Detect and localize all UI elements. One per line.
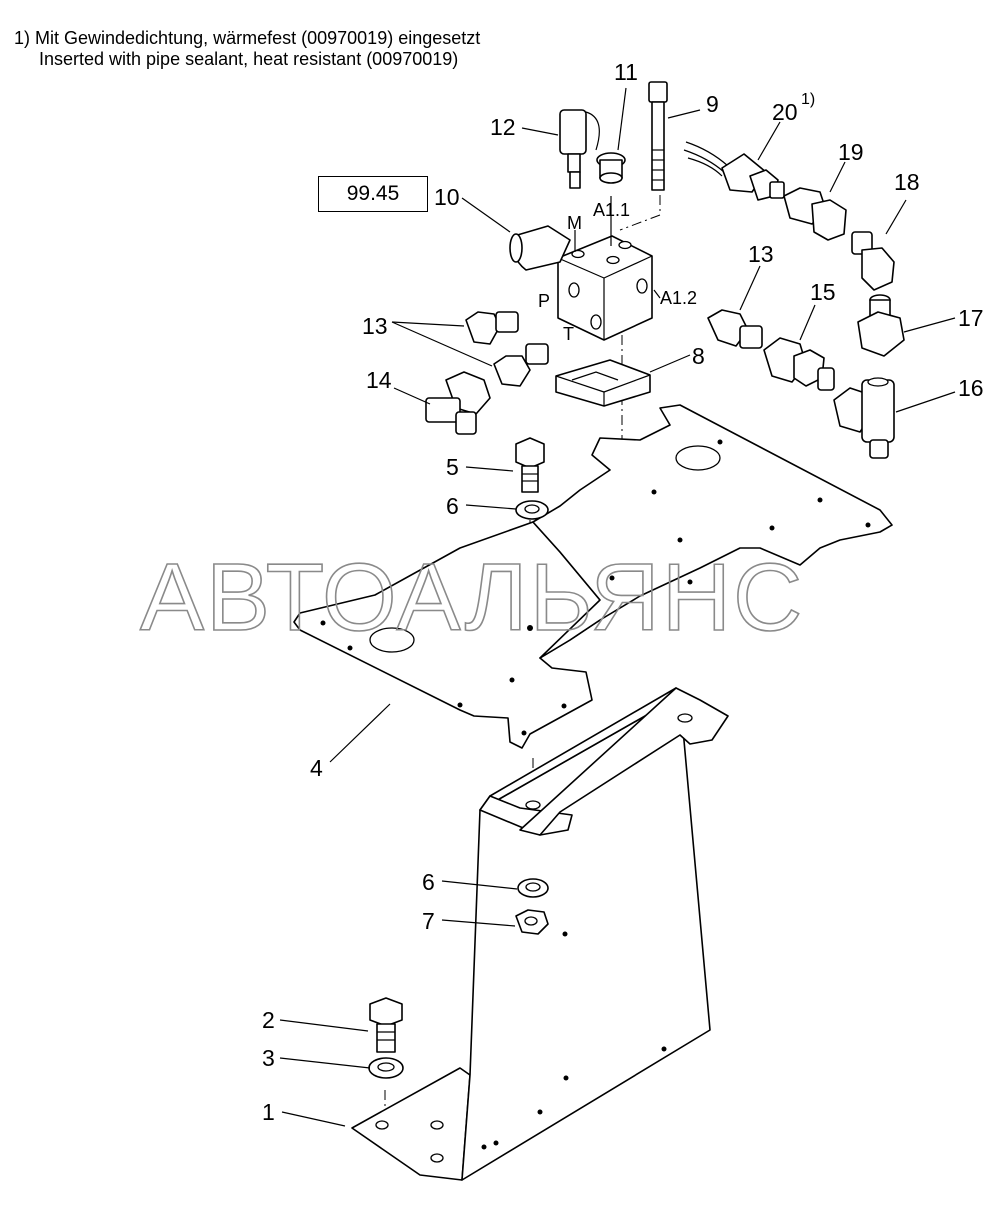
part-5-bolt bbox=[515, 437, 545, 493]
watermark: АВТОАЛЬЯНС bbox=[140, 544, 804, 651]
part-2-bolt bbox=[369, 997, 403, 1053]
part-14-elbow bbox=[425, 371, 491, 435]
callout-numbers: 1 2 3 4 5 6 6 7 8 9 10 11 12 13 13 14 15… bbox=[262, 59, 984, 1125]
part-10-valve-block bbox=[509, 225, 653, 341]
callout-17: 17 bbox=[958, 305, 984, 331]
port-label-m: M bbox=[567, 213, 582, 233]
part-11-plug bbox=[596, 152, 626, 246]
callout-13-right: 13 bbox=[748, 241, 774, 267]
callout-4: 4 bbox=[310, 755, 323, 781]
part-7-nut bbox=[515, 909, 549, 935]
part-12-test-coupling bbox=[559, 109, 600, 252]
port-labels: M A1.1 P T A1.2 bbox=[538, 200, 697, 344]
callout-6-lower: 6 bbox=[422, 869, 435, 895]
part-6-washer-upper bbox=[515, 500, 549, 520]
callout-18: 18 bbox=[894, 169, 920, 195]
part-4-plate-upper bbox=[532, 404, 893, 659]
callout-9: 9 bbox=[706, 91, 719, 117]
callout-2: 2 bbox=[262, 1007, 275, 1033]
footnote-english: Inserted with pipe sealant, heat resista… bbox=[39, 49, 459, 69]
callout-7: 7 bbox=[422, 908, 435, 934]
callout-8: 8 bbox=[692, 343, 705, 369]
part-8-gasket bbox=[555, 359, 651, 407]
part-4-plate-lower bbox=[293, 521, 601, 749]
callout-16: 16 bbox=[958, 375, 984, 401]
part-1-bracket bbox=[351, 687, 729, 1181]
part-6-washer-lower bbox=[517, 878, 549, 898]
part-13-fitting-left-b bbox=[493, 343, 549, 387]
callout-15: 15 bbox=[810, 279, 836, 305]
part-20-pressure-switch bbox=[683, 141, 785, 201]
callout-12: 12 bbox=[490, 114, 516, 140]
leader-lines bbox=[279, 87, 956, 1127]
callout-20-footnote-mark: 1) bbox=[801, 91, 815, 108]
callout-13-left: 13 bbox=[362, 313, 388, 339]
callout-3: 3 bbox=[262, 1045, 275, 1071]
port-label-a1-2: A1.2 bbox=[660, 288, 697, 308]
footnote-german: 1) Mit Gewindedichtung, wärmefest (00970… bbox=[14, 28, 481, 48]
callout-14: 14 bbox=[366, 367, 392, 393]
callout-1: 1 bbox=[262, 1099, 275, 1125]
callout-6-upper: 6 bbox=[446, 493, 459, 519]
part-13-fitting-left-a bbox=[465, 311, 519, 345]
callout-19: 19 bbox=[838, 139, 864, 165]
part-16-tee bbox=[833, 377, 895, 459]
callout-11: 11 bbox=[614, 59, 638, 85]
part-18-elbow bbox=[851, 231, 895, 291]
callout-20: 20 bbox=[772, 99, 798, 125]
part-9-cap-screw bbox=[619, 81, 668, 231]
footnote: 1) Mit Gewindedichtung, wärmefest (00970… bbox=[14, 28, 480, 70]
part-3-washer bbox=[368, 1057, 404, 1079]
callout-10: 10 bbox=[434, 184, 460, 210]
port-label-t: T bbox=[563, 324, 574, 344]
part-19-fitting bbox=[783, 187, 847, 241]
part-15-fitting bbox=[763, 337, 835, 391]
callout-5: 5 bbox=[446, 454, 459, 480]
part-13-fitting-right bbox=[707, 309, 763, 349]
port-label-a1-1: A1.1 bbox=[593, 200, 630, 220]
reference-box[interactable]: 99.45 bbox=[318, 176, 428, 212]
port-label-p: P bbox=[538, 291, 550, 311]
part-17-union bbox=[857, 294, 905, 357]
